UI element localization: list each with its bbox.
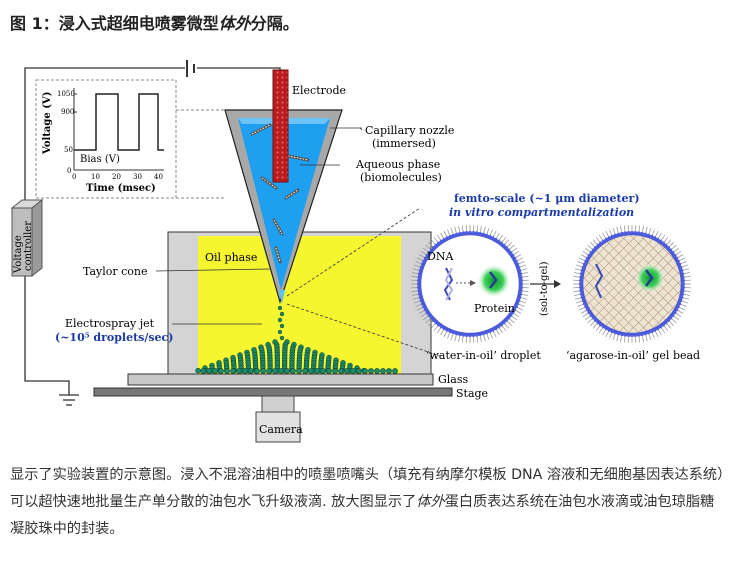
spray-droplet: [277, 305, 283, 311]
inset-ytick-0: 0: [67, 167, 71, 175]
spray-droplet: [374, 368, 380, 374]
spray-droplet: [320, 368, 326, 374]
spray-droplet: [332, 368, 338, 374]
spray-droplet: [290, 368, 296, 374]
electrode-label: Electrode: [292, 84, 346, 97]
spray-droplet: [296, 368, 302, 374]
spray-droplet: [212, 368, 218, 374]
spray-droplet: [266, 368, 272, 374]
voltage-controller: Voltage controller: [10, 198, 44, 278]
inset-ytick-50: 50: [64, 146, 73, 154]
dna-label: DNA: [427, 250, 454, 263]
aqueous-phase-label: Aqueous phase: [355, 158, 440, 171]
bias-waveform: [74, 93, 164, 151]
spray-droplet: [279, 323, 285, 329]
caption-part2: 蛋白质表达系统在油包水液滴或油包琼脂糖凝胶珠中的封装。: [10, 494, 715, 537]
spray-droplet: [302, 368, 308, 374]
glass-slide: [127, 373, 434, 386]
femto-scale-label: femto-scale (~1 μm diameter): [454, 192, 640, 205]
spray-droplet: [272, 368, 278, 374]
ground-symbol: [59, 394, 79, 406]
biomolecules-label: (biomolecules): [360, 171, 442, 184]
spray-droplet: [284, 368, 290, 374]
figure-title-prefix: 图 1：浸入式超细电喷雾微型: [10, 14, 219, 33]
inset-xtick-30: 30: [133, 173, 142, 181]
oil-phase-label: Oil phase: [205, 251, 257, 264]
spray-droplet: [368, 368, 374, 374]
spray-droplet: [392, 368, 398, 374]
figure-title: 图 1：浸入式超细电喷雾微型体外分隔。: [10, 10, 299, 34]
spray-droplet: [350, 368, 356, 374]
inset-ytick-900: 900: [61, 108, 74, 116]
inset-xtick-0: 0: [72, 173, 76, 181]
inset-xtick-20: 20: [112, 173, 121, 181]
in-vitro-label: in vitro compartmentalization: [449, 206, 634, 219]
spray-droplet: [218, 368, 224, 374]
inset-xtick-40: 40: [154, 173, 163, 181]
spray-droplets: [195, 305, 398, 374]
spray-droplet: [338, 368, 344, 374]
figure-caption: 显示了实验装置的示意图。浸入不混溶油相中的喷墨喷嘴头（填充有纳摩尔模板 DNA …: [10, 462, 728, 543]
spray-droplet: [254, 368, 260, 374]
glass-label: Glass: [438, 373, 469, 386]
spray-droplet: [277, 329, 283, 335]
spray-droplet: [260, 368, 266, 374]
spray-droplet: [308, 368, 314, 374]
taylor-cone-label: Taylor cone: [83, 265, 148, 278]
figure-title-suffix: 分隔。: [250, 14, 299, 33]
inset-ytick-1050: 1050: [57, 90, 75, 98]
voltage-controller-label-1: Voltage: [13, 235, 24, 274]
agarose-gel-bead: [573, 225, 691, 343]
agarose-in-oil-label: ‘agarose-in-oil’ gel bead: [566, 349, 700, 362]
caption-part1: 显示了实验装置的示意图。浸入不混溶油相中的喷墨喷嘴头（填充有纳摩尔模板 DNA …: [10, 467, 725, 510]
bias-voltage-inset: 1050 900 50 0 0 10 20 30 40 Voltage (V) …: [35, 79, 177, 199]
capillary-nozzle-label: Capillary nozzle: [365, 124, 454, 137]
spray-droplet: [380, 368, 386, 374]
spray-droplet: [277, 317, 283, 323]
sol-to-gel-label: (sol-to-gel): [539, 261, 550, 316]
spray-droplet: [242, 368, 248, 374]
camera: Camera: [255, 395, 303, 443]
caption-italic: 体外: [416, 494, 445, 510]
figure-title-italic: 体外: [218, 14, 251, 33]
protein-label: Protein: [474, 302, 515, 315]
electrospray-jet-label: Electrospray jet: [65, 317, 155, 330]
sol-to-gel-arrow: (sol-to-gel): [530, 261, 561, 316]
spray-droplet: [200, 368, 206, 374]
water-in-oil-label: ‘water-in-oil’ droplet: [426, 349, 541, 362]
inset-xtick-10: 10: [91, 173, 100, 181]
stage-label: Stage: [456, 387, 488, 400]
stage: [93, 387, 453, 397]
spray-droplet: [362, 368, 368, 374]
inset-ylabel: Voltage (V): [42, 92, 53, 155]
droplet-rate-label: (~10⁵ droplets/sec): [55, 331, 173, 344]
battery-symbol: [186, 60, 195, 77]
spray-droplet: [248, 368, 254, 374]
spray-droplet: [356, 368, 362, 374]
dna-icon: [443, 267, 454, 301]
spray-droplet: [344, 368, 350, 374]
camera-label: Camera: [259, 423, 303, 436]
electrospray-setup-diagram: Voltage controller 1050 900 50 0 0 10 20…: [10, 60, 700, 443]
water-in-oil-droplet: DNA Protein: [411, 225, 529, 343]
electrode: [272, 69, 289, 183]
spray-droplet: [386, 368, 392, 374]
spray-droplet: [314, 368, 320, 374]
voltage-controller-label-2: controller: [23, 221, 34, 271]
immersed-label: (immersed): [372, 137, 436, 150]
spray-droplet: [206, 368, 212, 374]
spray-droplet: [279, 311, 285, 317]
spray-droplet: [279, 335, 285, 341]
spray-droplet: [224, 368, 230, 374]
spray-droplet: [195, 367, 201, 374]
spray-droplet: [326, 368, 332, 374]
inset-bias-label: Bias (V): [80, 154, 120, 165]
inset-xlabel: Time (msec): [86, 183, 156, 194]
spray-droplet: [278, 368, 284, 374]
spray-droplet: [236, 368, 242, 374]
protein-icon: [489, 271, 498, 289]
spray-droplet: [230, 368, 236, 374]
